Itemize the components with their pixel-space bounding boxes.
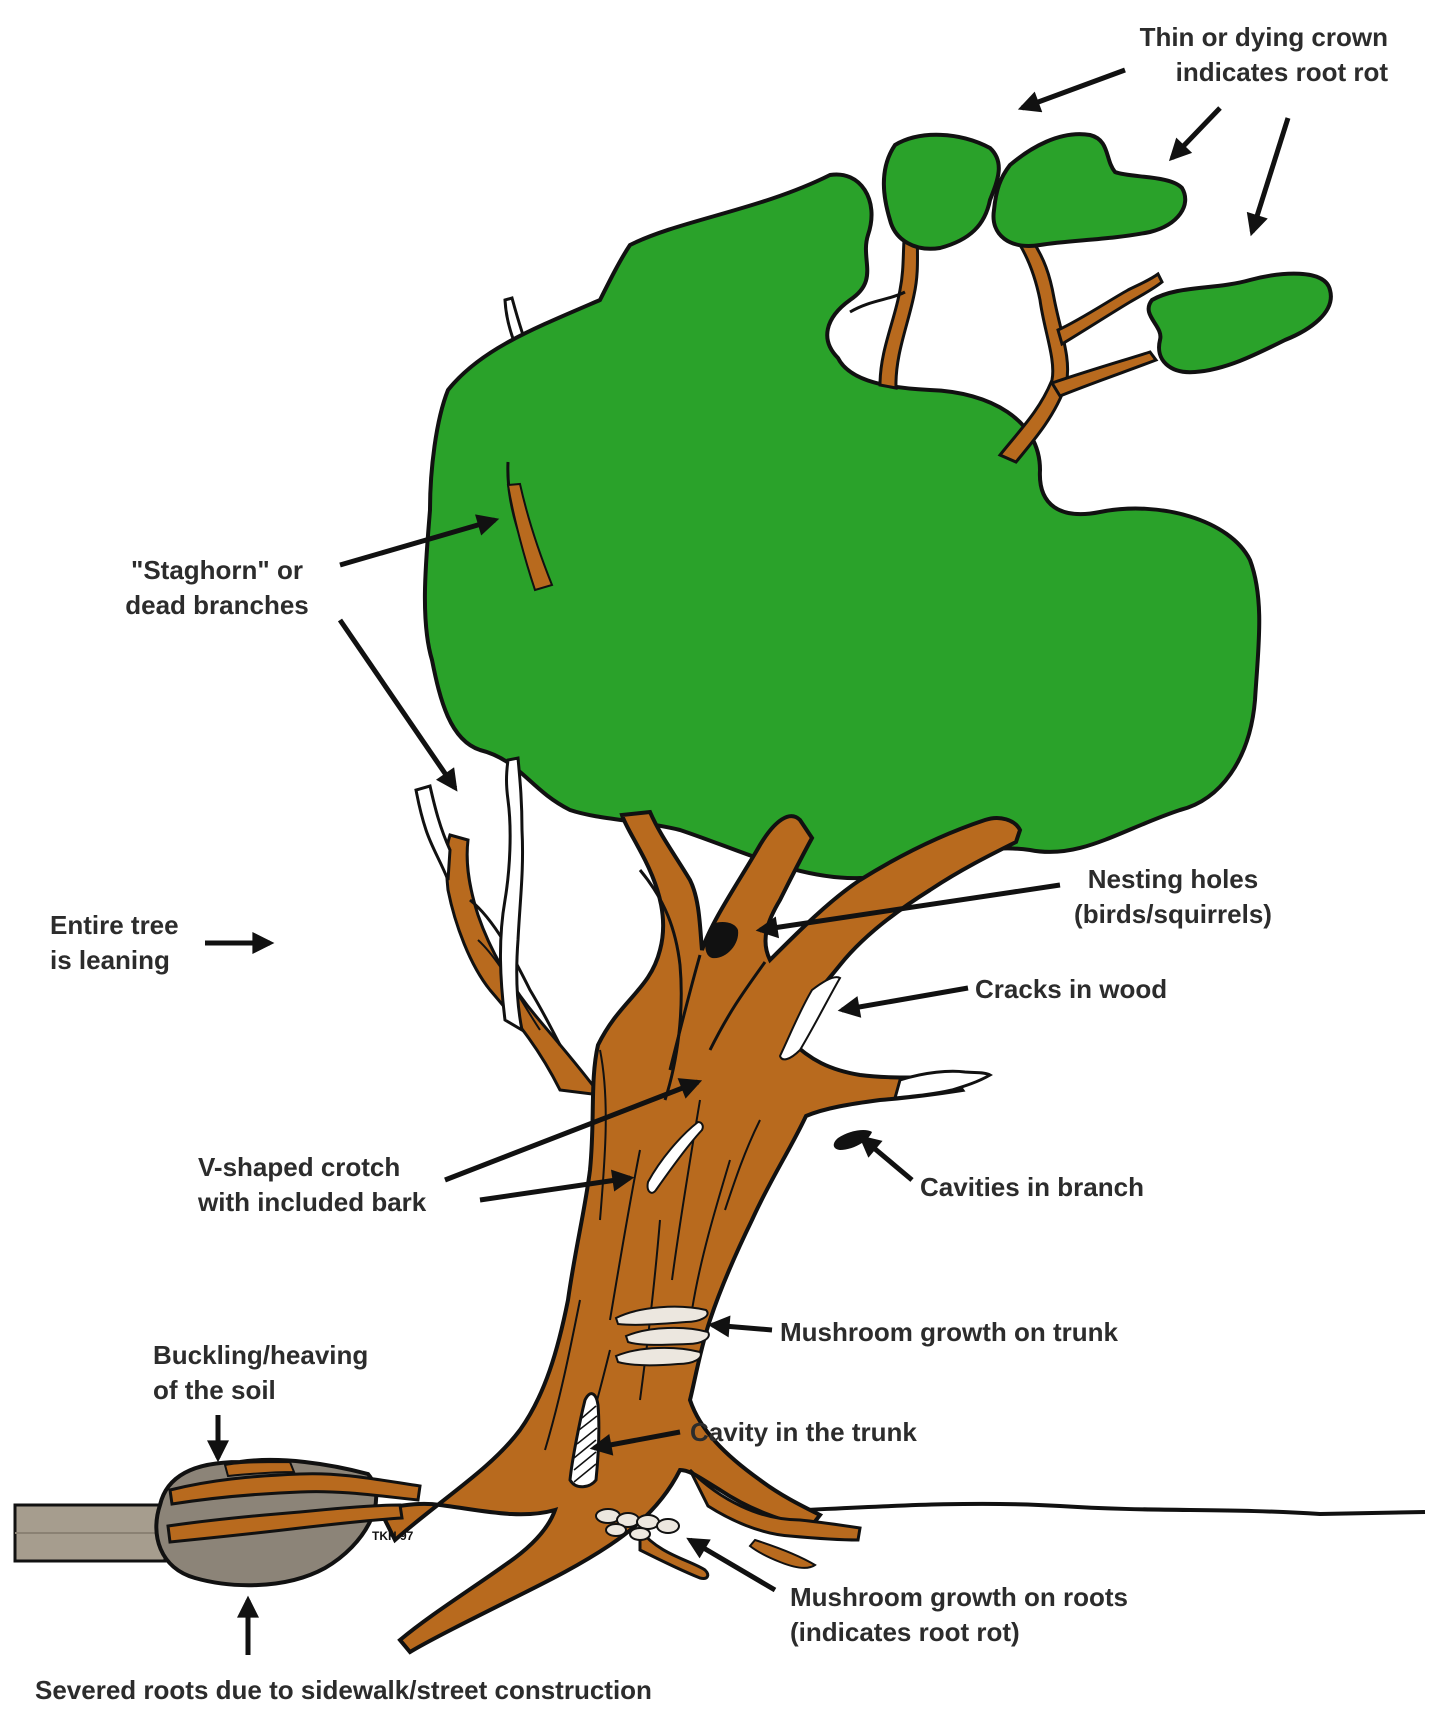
label-cracks: Cracks in wood <box>975 974 1168 1004</box>
arrow-mushroom-roots <box>686 1537 777 1593</box>
crown-clump-2 <box>991 132 1188 248</box>
label-buckling: Buckling/heaving of the soil <box>153 1340 369 1405</box>
main-crown <box>422 172 1262 881</box>
label-staghorn: "Staghorn" or dead branches <box>125 555 309 620</box>
trunk-mushrooms <box>614 1305 710 1367</box>
arrow-mushroom-trunk <box>707 1315 773 1338</box>
arrow-crown-2 <box>1168 106 1222 162</box>
label-mushroom-trunk: Mushroom growth on trunk <box>780 1317 1118 1347</box>
arrow-vcrotch-2 <box>479 1169 635 1203</box>
dead-limb-lower-left <box>444 833 604 1097</box>
callout-arrows <box>205 67 1291 1655</box>
ground-line <box>759 1501 1426 1517</box>
arrow-cavity-trunk <box>589 1429 681 1456</box>
arrow-staghorn-1 <box>339 514 500 568</box>
label-nesting: Nesting holes (birds/squirrels) <box>1074 864 1272 929</box>
dead-limb-white-tip <box>498 756 525 1033</box>
arrow-crown-1 <box>1017 67 1126 113</box>
label-severed: Severed roots due to sidewalk/street con… <box>35 1675 652 1705</box>
nesting-hole <box>705 922 739 959</box>
crown-clump-3 <box>1146 271 1333 375</box>
crack-in-wood <box>778 976 842 1061</box>
arrow-crown-3 <box>1246 117 1291 237</box>
label-cavities-branch: Cavities in branch <box>920 1172 1144 1202</box>
arrow-cracks <box>837 985 969 1018</box>
arrow-cavities-branch <box>858 1135 914 1182</box>
included-bark-seam <box>646 1120 704 1194</box>
label-cavity-trunk: Cavity in the trunk <box>690 1417 917 1447</box>
label-crown: Thin or dying crown indicates root rot <box>1139 22 1388 87</box>
roots-right <box>688 1468 862 1542</box>
arrow-nesting <box>755 882 1061 939</box>
label-vcrotch: V-shaped crotch with included bark <box>198 1152 427 1217</box>
trunk-cavity <box>568 1392 601 1489</box>
crown-clump-1 <box>881 132 1001 251</box>
root-mushrooms <box>595 1508 680 1541</box>
label-mushroom-roots: Mushroom growth on roots (indicates root… <box>790 1582 1128 1647</box>
arrow-staghorn-2 <box>337 618 458 792</box>
artist-signature: TKH 97 <box>372 1529 414 1543</box>
label-leaning: Entire tree is leaning <box>50 910 179 975</box>
roots-left <box>168 1472 422 1506</box>
branch-cavity <box>833 1130 872 1150</box>
arrow-vcrotch-1 <box>444 1078 703 1183</box>
staghorn-twig-lower <box>506 482 554 592</box>
